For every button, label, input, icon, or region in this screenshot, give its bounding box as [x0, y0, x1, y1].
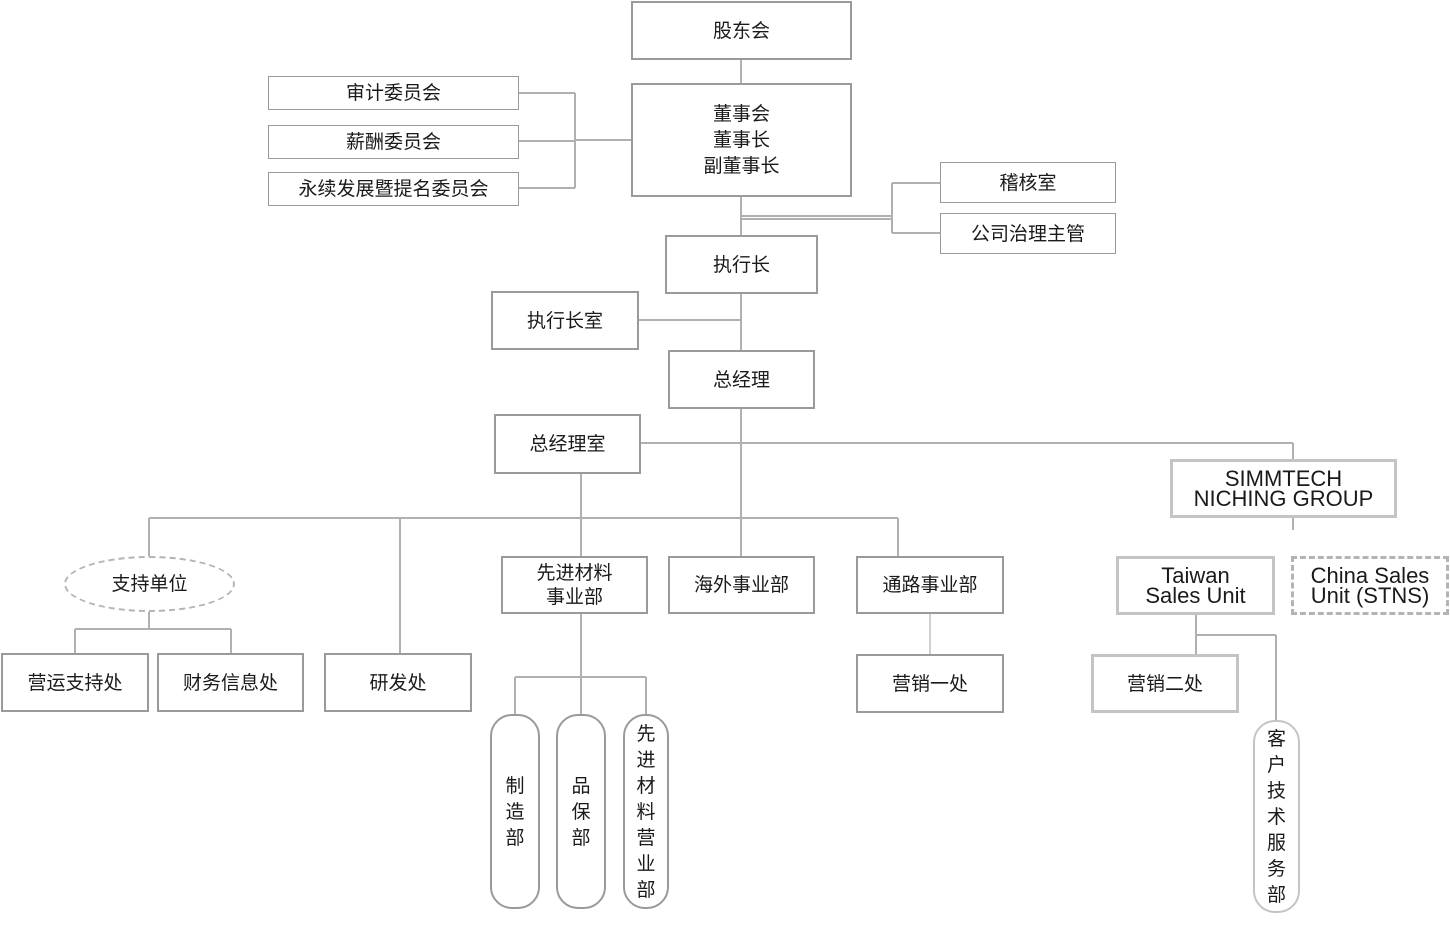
ceo-office-box: 执行长室: [491, 291, 639, 350]
customer-tech-label: 客户技术服务部: [1266, 727, 1286, 906]
manufacturing-box: 制造部: [490, 714, 540, 909]
compensation-committee-box: 薪酬委员会: [268, 125, 519, 159]
gm-box: 总经理: [668, 350, 815, 409]
advanced-materials-box: 先进材料 事业部: [501, 556, 648, 614]
quality-label: 品保部: [571, 774, 591, 849]
channel-box: 通路事业部: [856, 556, 1004, 614]
marketing-1-box: 营销一处: [856, 654, 1004, 713]
marketing-2-box: 营销二处: [1091, 654, 1239, 713]
simmtech-group-box: SIMMTECH NICHING GROUP: [1170, 459, 1397, 518]
finance-info-box: 财务信息处: [157, 653, 304, 712]
shareholders-box: 股东会: [631, 1, 852, 60]
am-sales-box: 先进材料营业部: [623, 714, 669, 909]
sustainability-committee-box: 永续发展暨提名委员会: [268, 172, 519, 206]
audit-committee-box: 审计委员会: [268, 76, 519, 110]
support-units-ellipse: 支持单位: [64, 556, 235, 612]
manufacturing-label: 制造部: [505, 774, 525, 849]
ceo-box: 执行长: [665, 235, 818, 294]
governance-officer-box: 公司治理主管: [940, 213, 1116, 254]
customer-tech-box: 客户技术服务部: [1253, 720, 1300, 913]
internal-audit-box: 稽核室: [940, 162, 1116, 203]
rnd-box: 研发处: [324, 653, 472, 712]
china-sales-box: China Sales Unit (STNS): [1291, 556, 1449, 615]
ops-support-box: 营运支持处: [1, 653, 149, 712]
gm-office-box: 总经理室: [494, 414, 641, 474]
am-sales-label: 先进材料营业部: [636, 722, 656, 901]
overseas-box: 海外事业部: [668, 556, 815, 614]
quality-box: 品保部: [556, 714, 606, 909]
taiwan-sales-box: Taiwan Sales Unit: [1116, 556, 1275, 615]
board-box: 董事会 董事长 副董事长: [631, 83, 852, 197]
